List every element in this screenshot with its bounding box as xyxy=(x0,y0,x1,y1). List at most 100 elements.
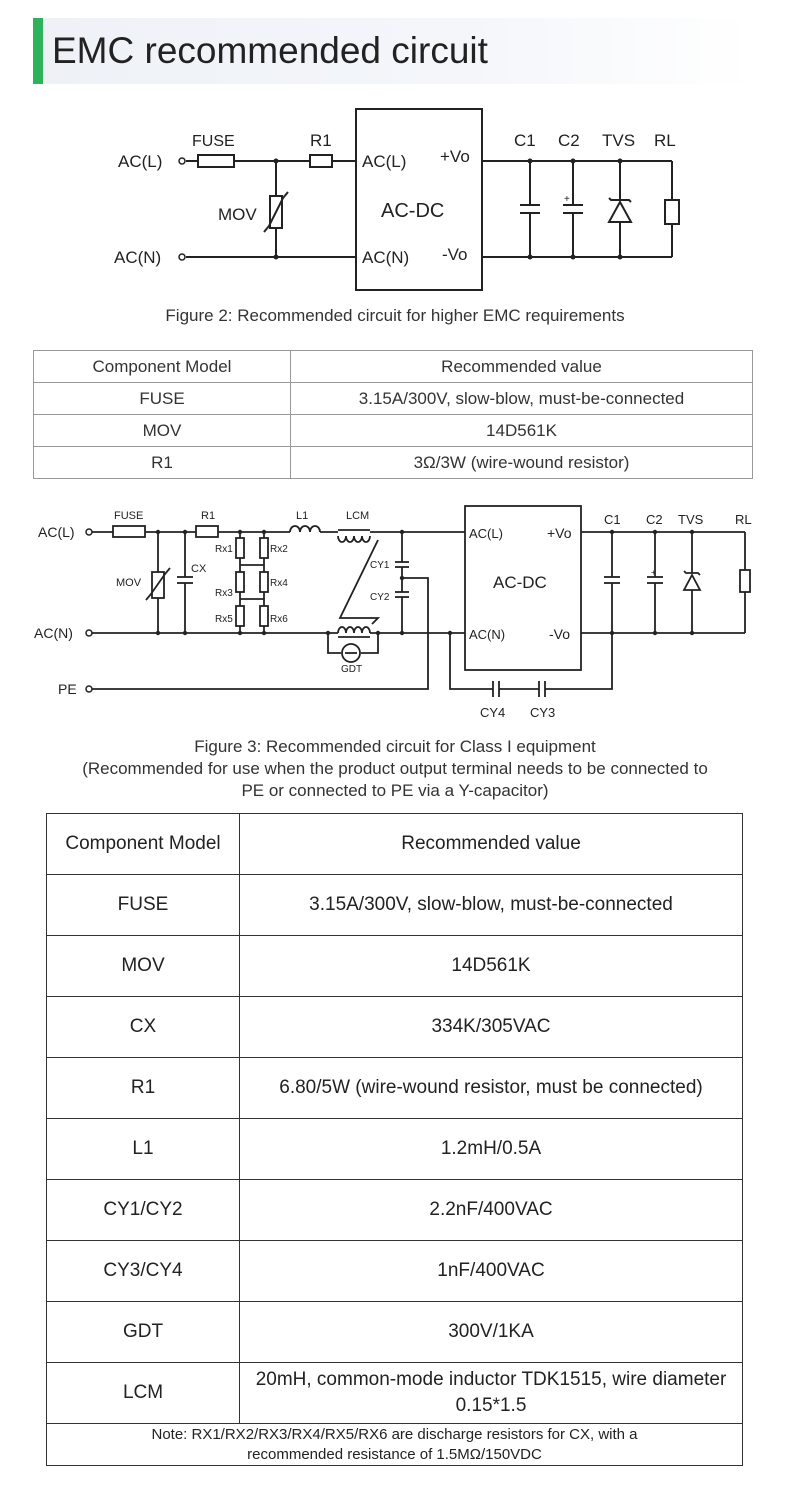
fig3-rx5-label: Rx5 xyxy=(215,614,233,625)
table-cell: 1.2mH/0.5A xyxy=(239,1118,743,1180)
table-cell: CX xyxy=(46,996,240,1058)
table-note-line: Note: RX1/RX2/RX3/RX4/RX5/RX6 are discha… xyxy=(151,1425,638,1443)
table-cell: R1 xyxy=(33,446,291,479)
table-note: Note: RX1/RX2/RX3/RX4/RX5/RX6 are discha… xyxy=(46,1423,743,1466)
table-cell: FUSE xyxy=(33,382,291,415)
fig3-vo-plus-label: +Vo xyxy=(547,525,572,541)
table-header-cell: Recommended value xyxy=(290,350,753,383)
table-row: R1 6.80/5W (wire-wound resistor, must be… xyxy=(46,1057,743,1119)
fig3-cx-label: CX xyxy=(191,563,207,575)
fig2-tvs-label: TVS xyxy=(602,131,635,150)
table-cell: 300V/1KA xyxy=(239,1301,743,1363)
table-cell: CY3/CY4 xyxy=(46,1240,240,1302)
fig2-vo-plus-label: +Vo xyxy=(440,147,470,166)
table-row: CY3/CY4 1nF/400VAC xyxy=(46,1240,743,1302)
table-row: R1 3Ω/3W (wire-wound resistor) xyxy=(33,446,753,479)
fig3-rx6-label: Rx6 xyxy=(270,614,288,625)
table-note-line: recommended resistance of 1.5MΩ/150VDC xyxy=(247,1445,542,1463)
fig3-l1-label: L1 xyxy=(296,510,308,522)
figure3-caption-line: (Recommended for use when the product ou… xyxy=(82,759,708,778)
fig3-gdt-label: GDT xyxy=(341,664,362,675)
table-cell: L1 xyxy=(46,1118,240,1180)
table-cell: FUSE xyxy=(46,874,240,936)
table-header-cell: Recommended value xyxy=(239,813,743,875)
fig2-mov-label: MOV xyxy=(218,205,257,224)
figure2-circuit-diagram: AC(L) AC(N) FUSE R1 MOV AC(L) AC(N) AC-D… xyxy=(114,108,680,291)
fig3-vo-minus-label: -Vo xyxy=(549,626,570,642)
fig3-cy1-label: CY1 xyxy=(370,560,390,571)
figure3-caption: Figure 3: Recommended circuit for Class … xyxy=(0,736,790,802)
title-bar xyxy=(33,18,753,84)
fig3-mov-label: MOV xyxy=(116,577,142,589)
table-row: CX 334K/305VAC xyxy=(46,996,743,1058)
table-cell: CY1/CY2 xyxy=(46,1179,240,1241)
fig2-module-acn-label: AC(N) xyxy=(362,248,409,267)
table-cell: LCM xyxy=(46,1362,240,1424)
fig2-r1-label: R1 xyxy=(310,131,332,150)
figure3-caption-line: Figure 3: Recommended circuit for Class … xyxy=(194,737,596,756)
fig3-module-acl-label: AC(L) xyxy=(469,526,503,541)
table-cell: 14D561K xyxy=(290,414,753,447)
figure3-caption-line: PE or connected to PE via a Y-capacitor) xyxy=(241,781,549,800)
fig3-rx3-label: Rx3 xyxy=(215,588,233,599)
table-cell: MOV xyxy=(33,414,291,447)
fig3-pe-label: PE xyxy=(58,681,77,697)
table-header-row: Component Model Recommended value xyxy=(33,350,753,383)
table-row: CY1/CY2 2.2nF/400VAC xyxy=(46,1179,743,1241)
table-cell: 3Ω/3W (wire-wound resistor) xyxy=(290,446,753,479)
table-note-row: Note: RX1/RX2/RX3/RX4/RX5/RX6 are discha… xyxy=(46,1423,743,1466)
table-cell: 14D561K xyxy=(239,935,743,997)
table-cell: 3.15A/300V, slow-blow, must-be-connected xyxy=(239,874,743,936)
fig2-c1-label: C1 xyxy=(514,131,536,150)
figure2-caption: Figure 2: Recommended circuit for higher… xyxy=(165,306,625,325)
title-accent-bar xyxy=(33,18,43,84)
table-cell: 6.80/5W (wire-wound resistor, must be co… xyxy=(239,1057,743,1119)
table-cell: R1 xyxy=(46,1057,240,1119)
figure3-circuit-diagram: AC(L) AC(N) PE FUSE R1 L1 LCM MOV CX Rx1… xyxy=(34,505,752,720)
fig3-tvs-label: TVS xyxy=(678,512,704,527)
fig2-module-label: AC-DC xyxy=(381,200,444,222)
table-header-row: Component Model Recommended value xyxy=(46,813,743,875)
fig2-acl-label: AC(L) xyxy=(118,152,162,171)
fig3-rl-label: RL xyxy=(735,512,752,527)
fig3-rx4-label: Rx4 xyxy=(270,578,288,589)
fig2-c2-plus-label: + xyxy=(564,194,570,205)
fig3-fuse-label: FUSE xyxy=(114,510,143,522)
fig3-c2-plus-label: + xyxy=(651,568,656,577)
fig3-cy3-label: CY3 xyxy=(530,705,555,720)
fig2-module-acl-label: AC(L) xyxy=(362,152,406,171)
fig3-module-label: AC-DC xyxy=(493,573,547,592)
table-cell: 20mH, common-mode inductor TDK1515, wire… xyxy=(239,1362,743,1424)
fig2-c2-label: C2 xyxy=(558,131,580,150)
table-row: LCM 20mH, common-mode inductor TDK1515, … xyxy=(46,1362,743,1424)
page-title: EMC recommended circuit xyxy=(52,30,488,71)
table-row: FUSE 3.15A/300V, slow-blow, must-be-conn… xyxy=(46,874,743,936)
fig3-cy4-label: CY4 xyxy=(480,705,505,720)
table1: Component Model Recommended value FUSE 3… xyxy=(33,350,753,479)
fig2-fuse-label: FUSE xyxy=(192,133,235,150)
fig2-vo-minus-label: -Vo xyxy=(442,245,468,264)
table-row: MOV 14D561K xyxy=(46,935,743,997)
fig3-r1-label: R1 xyxy=(201,510,215,522)
fig3-rx2-label: Rx2 xyxy=(270,544,288,555)
table-cell: 2.2nF/400VAC xyxy=(239,1179,743,1241)
fig3-acl-label: AC(L) xyxy=(38,524,75,540)
fig3-rx1-label: Rx1 xyxy=(215,544,233,555)
table-row: FUSE 3.15A/300V, slow-blow, must-be-conn… xyxy=(33,382,753,415)
fig2-rl-label: RL xyxy=(654,131,676,150)
fig3-c1-label: C1 xyxy=(604,512,621,527)
table-cell: 3.15A/300V, slow-blow, must-be-connected xyxy=(290,382,753,415)
table-row: MOV 14D561K xyxy=(33,414,753,447)
table2: Component Model Recommended value FUSE 3… xyxy=(46,813,743,1466)
fig3-acn-label: AC(N) xyxy=(34,625,73,641)
table-cell: 334K/305VAC xyxy=(239,996,743,1058)
fig3-lcm-label: LCM xyxy=(346,510,369,522)
table-header-cell: Component Model xyxy=(33,350,291,383)
fig3-cy2-label: CY2 xyxy=(370,592,390,603)
table-cell: 1nF/400VAC xyxy=(239,1240,743,1302)
table-cell: MOV xyxy=(46,935,240,997)
fig3-c2-label: C2 xyxy=(646,512,663,527)
fig2-acn-label: AC(N) xyxy=(114,248,161,267)
fig3-module-acn-label: AC(N) xyxy=(469,627,505,642)
table-cell: GDT xyxy=(46,1301,240,1363)
